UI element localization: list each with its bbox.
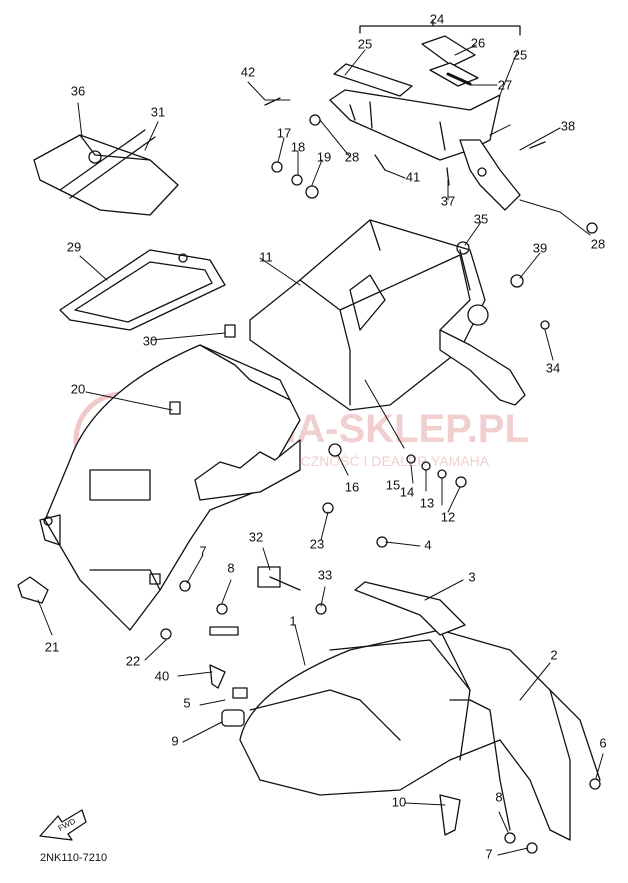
callout-16: 16 bbox=[345, 479, 359, 494]
callout-2: 2 bbox=[550, 647, 557, 662]
callout-6: 6 bbox=[599, 735, 606, 750]
callout-33: 33 bbox=[318, 567, 332, 582]
callout-25-2: 25 bbox=[513, 47, 527, 62]
part-callouts: 1234567788910111213141516171819202122232… bbox=[45, 11, 607, 861]
callout-15: 15 bbox=[386, 477, 400, 492]
callout-36: 36 bbox=[71, 83, 85, 98]
callout-1: 1 bbox=[289, 613, 296, 628]
callout-8: 8 bbox=[227, 560, 234, 575]
callout-38: 38 bbox=[561, 118, 575, 133]
callout-39: 39 bbox=[533, 240, 547, 255]
callout-19: 19 bbox=[317, 149, 331, 164]
callout-12: 12 bbox=[441, 509, 455, 524]
callout-9: 9 bbox=[171, 733, 178, 748]
callout-22: 22 bbox=[126, 653, 140, 668]
callout-28: 28 bbox=[345, 149, 359, 164]
rear-fender-main bbox=[224, 219, 526, 411]
callout-28-2: 28 bbox=[591, 236, 605, 251]
callout-26: 26 bbox=[471, 35, 485, 50]
drawing-code: 2NK110-7210 bbox=[40, 852, 107, 864]
callout-40: 40 bbox=[155, 668, 169, 683]
callout-35: 35 bbox=[474, 211, 488, 226]
callout-30: 30 bbox=[143, 333, 157, 348]
callout-13: 13 bbox=[420, 495, 434, 510]
callout-8-2: 8 bbox=[495, 789, 502, 804]
callout-23: 23 bbox=[310, 536, 324, 551]
callout-11: 11 bbox=[259, 249, 273, 264]
small-fasteners bbox=[160, 97, 601, 854]
tool-bag bbox=[33, 129, 179, 216]
tail-light-bracket-assembly bbox=[329, 19, 521, 211]
callout-20: 20 bbox=[71, 381, 85, 396]
callout-10: 10 bbox=[392, 794, 406, 809]
callout-25: 25 bbox=[358, 36, 372, 51]
callout-32: 32 bbox=[249, 529, 263, 544]
callout-14: 14 bbox=[400, 484, 414, 499]
callout-4: 4 bbox=[424, 537, 431, 552]
callout-27: 27 bbox=[498, 77, 512, 92]
callout-37: 37 bbox=[441, 193, 455, 208]
front-fender bbox=[239, 629, 601, 841]
reflector bbox=[17, 576, 49, 604]
callout-34: 34 bbox=[546, 360, 560, 375]
callout-31: 31 bbox=[151, 104, 165, 119]
callout-41: 41 bbox=[406, 169, 420, 184]
leader-lines bbox=[37, 44, 604, 856]
rear-flap bbox=[39, 344, 301, 631]
callout-5: 5 bbox=[183, 695, 190, 710]
callout-3: 3 bbox=[468, 569, 475, 584]
fender-stay bbox=[354, 581, 466, 636]
callout-7: 7 bbox=[199, 543, 206, 558]
callout-24: 24 bbox=[430, 11, 444, 26]
watermark-tagline: WYŁĄCZNOŚĆ I DEALER YAMAHA bbox=[261, 452, 490, 469]
callout-17: 17 bbox=[277, 125, 291, 140]
callout-18: 18 bbox=[291, 139, 305, 154]
callout-7-2: 7 bbox=[485, 846, 492, 861]
front-direction-arrow bbox=[39, 809, 87, 841]
callout-29: 29 bbox=[67, 239, 81, 254]
callout-42: 42 bbox=[241, 64, 255, 79]
callout-21: 21 bbox=[45, 639, 59, 654]
seat-bottom-plate bbox=[59, 249, 226, 331]
